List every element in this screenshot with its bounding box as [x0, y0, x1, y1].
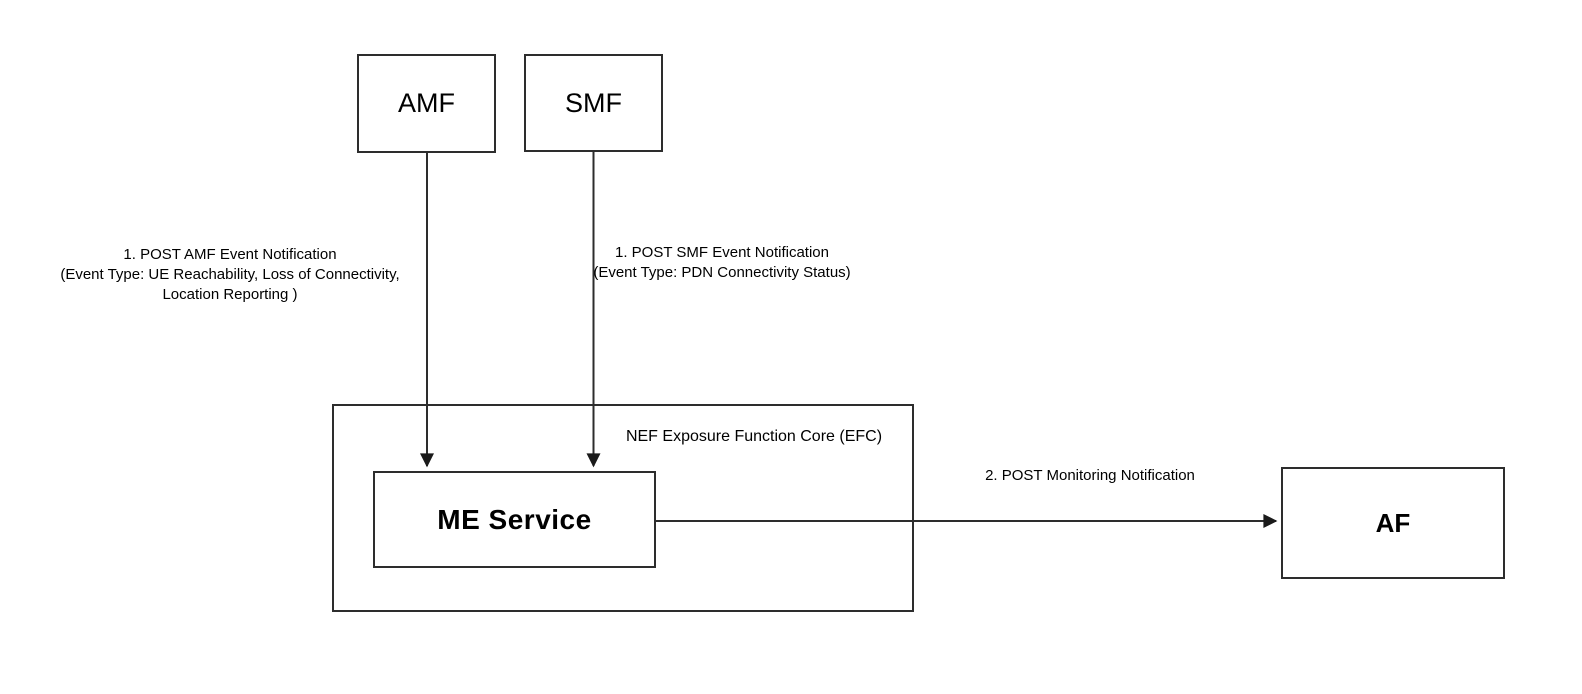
smf-node: SMF	[524, 54, 663, 152]
amf-to-me-edge-label: 1. POST AMF Event Notification (Event Ty…	[30, 245, 430, 305]
edge-label-line: Location Reporting )	[162, 286, 298, 303]
smf-node-label: SMF	[565, 87, 622, 118]
edge-label-line: 2. POST Monitoring Notification	[985, 467, 1195, 484]
nef-container-label: NEF Exposure Function Core (EFC)	[625, 428, 883, 445]
edge-label-line: 1. POST AMF Event Notification	[123, 246, 337, 263]
me-to-af-edge-label: 2. POST Monitoring Notification	[940, 466, 1240, 486]
me-service-node-label: ME Service	[437, 503, 592, 535]
amf-node: AMF	[357, 54, 496, 153]
amf-node-label: AMF	[398, 88, 455, 118]
edge-label-line: 1. POST SMF Event Notification	[615, 244, 829, 261]
smf-to-me-edge-label: 1. POST SMF Event Notification (Event Ty…	[572, 243, 872, 283]
me-service-node: ME Service	[373, 471, 656, 568]
edge-label-line: (Event Type: PDN Connectivity Status)	[593, 264, 851, 281]
af-node: AF	[1281, 467, 1505, 579]
edge-label-line: (Event Type: UE Reachability, Loss of Co…	[60, 266, 400, 283]
af-node-label: AF	[1375, 507, 1411, 538]
